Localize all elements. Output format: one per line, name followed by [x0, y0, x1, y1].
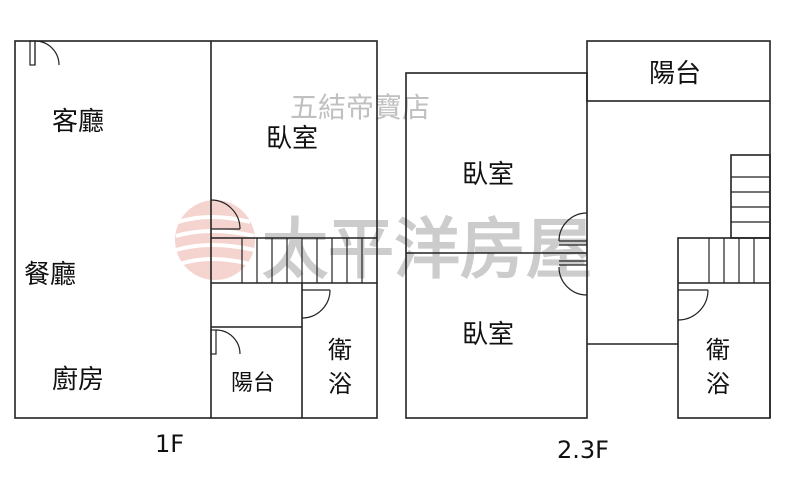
door-icon: [301, 289, 331, 319]
watermark-brand: 太平洋房屋: [262, 210, 592, 288]
floor-2-3-plan: [405, 40, 771, 419]
room-label-balcony: 陽台: [231, 371, 275, 396]
floor-label-1f: 1F: [155, 430, 184, 458]
brand-logo-icon: [175, 200, 255, 280]
door-icon: [677, 289, 709, 321]
room-label-bath: 衛: [328, 336, 352, 364]
room-label-kitchen: 廚房: [52, 365, 104, 395]
room-label-bedroom: 臥室: [462, 320, 514, 350]
room-label-bedroom: 臥室: [462, 160, 514, 190]
door-icon: [558, 212, 588, 296]
room-label-bath: 衛: [706, 336, 730, 364]
room-label-dining: 餐廳: [24, 260, 76, 290]
door-icon: [29, 40, 60, 66]
door-icon: [210, 329, 241, 355]
floor-1-plan: [14, 40, 378, 419]
watermark-branch: 五結帝寶店: [290, 91, 430, 124]
room-label-living: 客廳: [52, 107, 104, 137]
door-icon: [210, 199, 241, 230]
room-label-balcony: 陽台: [649, 59, 701, 89]
floor-label-2-3f: 2.3F: [557, 436, 609, 464]
room-label-bath: 浴: [706, 370, 730, 398]
room-label-bath: 浴: [328, 370, 352, 398]
room-label-bedroom: 臥室: [266, 124, 318, 154]
